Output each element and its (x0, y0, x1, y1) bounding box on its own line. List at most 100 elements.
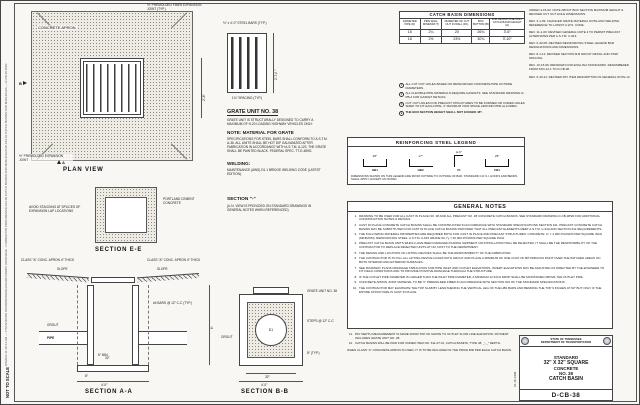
table-header-cell: DIAMETER OF CUT OUT IN WALL (D1) (441, 17, 473, 30)
general-note: 1.DRAWING TO BE USED FOR ALL CAST IN PLA… (351, 213, 609, 223)
section-b-dim-32: 32″ (265, 375, 270, 379)
bar-name-label: FB1 (494, 168, 500, 173)
apron-left-label: CLASS "A" CONC. APRON 4″ THICK (21, 258, 75, 262)
min-depth-label: 6″ MIN. (98, 353, 109, 357)
section-b-dim-bottom: 4′-0″ (261, 383, 268, 387)
pipe-cutout-dim-label: D1 (268, 328, 274, 332)
grate-material-note-title: NOTE: MATERIAL FOR GRATE (227, 130, 294, 135)
note-text: THE CONTRACTOR MAY ELIMINATE THE TOP SLA… (359, 285, 602, 294)
section-b-grate (253, 287, 289, 294)
agency-dept: DEPARTMENT OF TRANSPORTATION (540, 340, 592, 344)
bar-shape-l-icon (408, 159, 433, 168)
plan-concrete-apron (31, 11, 193, 161)
section-cut-marker-a: A (57, 160, 65, 165)
title-block-date: 01-15-1999 (513, 371, 517, 387)
revision-note: REV. 6-30-05: REVISED REINFORCING STEEL … (529, 41, 614, 50)
table-header-cell: PIPE WALL MINIMUM (T) (419, 17, 443, 30)
bar-dim-label: 28″ (494, 154, 500, 158)
section-cut-marker-a-label: A (61, 160, 65, 165)
expansion-joint-top-label: ½″ PREMOLDED FIBER EXPANSION JOINT (TYP.… (147, 3, 202, 11)
table-note-text: ALL FLEXIBLE PIPE MATERIALS REQUIRE GASK… (405, 91, 525, 99)
slope-left-label: SLOPE (57, 267, 68, 271)
section-a-ground-line (77, 285, 78, 365)
circled-number-icon: 2 (399, 92, 404, 98)
apron-right-label: CLASS "A" CONC. APRON 4″ THICK (147, 258, 201, 262)
welding-body: MAINTENANCE (AWS) D1.1 BRIDGE WELDING CO… (227, 168, 321, 176)
pipe-label: PIPE (47, 336, 55, 340)
note-text: CONCRETE APRON JOINT MATERIAL TO BE ½″ P… (359, 280, 566, 285)
slope-right-label: SLOPE (157, 267, 168, 271)
note-number: 4. (354, 241, 357, 246)
reinforcing-steel-legend: REINFORCING STEEL LEGEND 28″ HB1 17″ HB2… (347, 137, 525, 185)
note-text: DRAWING TO BE USED FOR ALL CAST IN PLACE… (359, 213, 600, 222)
catch-basin-dimensions-table: CATCH BASIN DIMENSIONS DIAMETER PIPE (D)… (399, 11, 525, 44)
plan-grate-frame-inner (83, 61, 141, 115)
legend-bar-row: 28″ HB1 17″ HB2 H-6″ V1 28″ FB1 (348, 147, 524, 173)
grate-bar-detail-bars (231, 37, 263, 89)
steel-bars-label: ¾″ x 4′-0″ STEEL BARS (TYP.) (223, 21, 267, 25)
not-to-scale-label: NOT TO SCALE (5, 366, 10, 398)
general-note: 10.THE CONTRACTOR MAY ELIMINATE THE TOP … (351, 285, 609, 295)
general-notes-continued: 11.PAY DEPTH MEASUREMENT IS MADE FROM TO… (347, 332, 515, 353)
table-cell: 26¾ (471, 28, 491, 37)
section-b-grout-label: GROUT (221, 335, 233, 339)
plan-view-title: PLAN VIEW (63, 167, 104, 173)
section-a-wall-right (132, 285, 139, 365)
expansion-joint-left-label: ½″ PREMOLDED EXPANSION JOINT (19, 154, 73, 162)
general-note: 8.IF THE OUTLET PIPE DIAMETER IS LARGER … (351, 275, 609, 280)
note-text: THE DESIGN AND LOCATION OF LIFTING DEVIC… (359, 250, 512, 255)
general-notes-title: GENERAL NOTES (348, 202, 612, 212)
bar-dim-label: 17″ (418, 154, 423, 158)
section-b-grate-label: GRATE UNIT NO. 38 (307, 289, 337, 293)
note-text: CATCH BASINS WILL BE PAID FOR UNDER ITEM… (355, 341, 501, 346)
agency-state: STATE OF TENNESSEE (550, 336, 582, 341)
interior-width-label: 32″ (105, 356, 110, 360)
note-text: PRECAST CATCH BASIN UNITS WHICH HAVE BEE… (359, 241, 598, 250)
revision-note: REV. 6-30-21: REVISED PAY ITEM DESCRIPTI… (529, 74, 631, 79)
section-cut-marker-b-label: B (19, 81, 22, 86)
circled-number-icon: 1 (399, 82, 404, 88)
general-note: 9.CONCRETE APRON JOINT MATERIAL TO BE ½″… (351, 281, 609, 285)
table-row: 15 2¼ 20 26¾ 3′-6″ (399, 28, 525, 37)
note-number: 3. (354, 232, 357, 237)
general-note: 3.THE FOLLOWING MATERIAL PROPERTIES ARE … (351, 232, 609, 241)
wall-thickness-label: 8″ (85, 374, 88, 378)
table-cell: 2¼ (419, 28, 443, 37)
section-b-dim-line-1 (246, 373, 296, 374)
general-note: 7.SEE ROADWAY PLANS DRAINAGE TABULATION … (351, 265, 609, 275)
general-note: 6.THE CONTRACTOR IS TO FILL ALL LIFTING … (351, 256, 609, 265)
section-a-height-dim-line (209, 285, 210, 365)
table-note-text: ALL CUT OUT HOLES BASED ON REINFORCED CO… (405, 82, 513, 90)
title-line-1: STANDARD (553, 354, 579, 360)
note-text: PAY DEPTH MEASUREMENT IS MADE FROM TOP O… (355, 332, 509, 340)
bar-shape-hook-icon (454, 155, 464, 168)
table-row: 18 2½ 23½ 30¾ 3′-10″ (399, 35, 525, 44)
title-block-main: STANDARD 32″ X 32″ SQUARE CONCRETE NO. 3… (520, 347, 612, 389)
table-note-text: CUT OUT HOLES FOR PRECAST STRUCTURES TO … (405, 100, 525, 109)
note-number: 7. (354, 265, 357, 270)
grate-material-note-body: SPECIFICATIONS FOR STEEL BARS SHALL CONF… (227, 137, 328, 153)
rebar-label: #4 BARS @ 12″ C-C (TYP.) (153, 301, 193, 305)
revision-note: REV. 10-15-99: REDRAWN FOR ENGLISH STAND… (529, 63, 629, 72)
note-number: 6. (354, 256, 357, 261)
general-note: 4.PRECAST CATCH BASIN UNITS WHICH HAVE B… (351, 242, 609, 250)
circled-number-icon: 3 (399, 101, 404, 107)
revision-note: REV. 3-1-99: CHANGED GRATE MATERIAL NOTE… (529, 19, 620, 27)
section-a-title: SECTION A-A (85, 389, 133, 395)
table-note: ●THE BOX SECTION HEIGHT SHALL NOT EXCEED… (399, 110, 527, 117)
plan-dim-line (201, 58, 202, 118)
section-a-wall-left (87, 285, 94, 365)
legend-bar: H-6″ V1 (454, 150, 464, 172)
title-line-3: CONCRETE (553, 365, 579, 371)
section-cut-arrow-icon (57, 160, 61, 164)
section-e-opening (105, 197, 147, 233)
margin-file-info: 8/4/2023 11:38:14 AM — T:\STANDARD DRAWI… (4, 63, 8, 366)
legend-bar: 28″ HB1 (362, 154, 387, 172)
table-header-cell: BOX BOTTOM (B) (471, 17, 491, 30)
table-header-row: DIAMETER PIPE (D) PIPE WALL MINIMUM (T) … (399, 17, 525, 30)
section-a-dim-bottom: 4′-0″ (101, 383, 108, 387)
legend-bar: 28″ FB1 (485, 154, 510, 173)
